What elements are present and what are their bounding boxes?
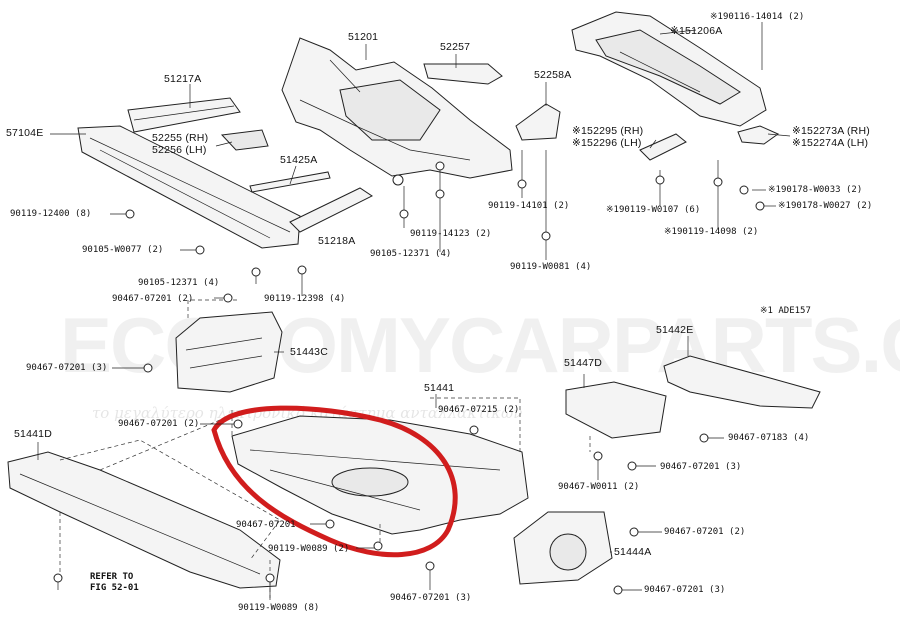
refer-line-1: REFER TO	[90, 572, 134, 582]
label-90467-07215: 90467-07215 (2)	[438, 405, 520, 415]
label-52257: 52257	[440, 41, 471, 53]
bracket-52258a	[515, 103, 561, 141]
label-90467-07201-c: 90467-07201 (2)	[118, 419, 200, 429]
label-90467-07201-g: 90467-07201 (3)	[644, 585, 726, 595]
label-190178-w0027: ※190178-W0027 (2)	[778, 201, 873, 211]
label-51444a: 51444A	[614, 546, 652, 558]
label-52255: 52255 (RH)	[152, 132, 209, 144]
label-90467-07201-f: 90467-07201 (2)	[664, 527, 746, 537]
label-51442e: 51442E	[656, 324, 694, 336]
label-90119-12398: 90119-12398 (4)	[264, 294, 346, 304]
label-51201: 51201	[348, 31, 379, 43]
label-90105-12371-b: 90105-12371 (4)	[138, 278, 220, 288]
label-152296: ※152296 (LH)	[572, 137, 642, 149]
label-190119-w0107: ※190119-W0107 (6)	[606, 205, 701, 215]
label-90105-w0077: 90105-W0077 (2)	[82, 245, 164, 255]
highlight-ring	[211, 405, 458, 558]
label-90467-07201-d: 90467-07201 (3)	[660, 462, 742, 472]
label-90467-07183: 90467-07183 (4)	[728, 433, 810, 443]
note-ade157: ※1 ADE157	[760, 306, 811, 316]
bar-51218a	[289, 187, 373, 233]
refer-line-2: FIG 52-01	[90, 583, 139, 593]
undercover-51441d	[7, 419, 281, 598]
label-90119-w0089-a: 90119-W0089 (2)	[268, 544, 350, 554]
watermark-tagline: το μεγαλύτερο ηλεκτρονικό κατάστημα αντα…	[92, 404, 523, 422]
label-90467-07201-a: 90467-07201 (2)	[112, 294, 194, 304]
bracket-152273a	[737, 125, 780, 145]
label-190116-14014: ※190116-14014 (2)	[710, 12, 805, 22]
label-52256: 52256 (LH)	[152, 144, 207, 156]
undercover-51443c	[175, 299, 283, 393]
label-52258a: 52258A	[534, 69, 572, 81]
label-51441d: 51441D	[14, 428, 52, 440]
leader-lines	[37, 22, 791, 600]
label-51217a: 51217A	[164, 73, 202, 85]
bracket-52257	[423, 63, 503, 85]
cover-51442e	[663, 355, 821, 409]
plate-52255	[220, 129, 269, 151]
label-90119-14123: 90119-14123 (2)	[410, 229, 492, 239]
label-51447d: 51447D	[564, 357, 602, 369]
front-subframe	[281, 37, 513, 186]
label-152295: ※152295 (RH)	[572, 125, 644, 137]
label-90119-14101: 90119-14101 (2)	[488, 201, 570, 211]
label-57104e: 57104E	[6, 127, 44, 139]
cover-51444a	[513, 511, 613, 585]
label-190119-14098: ※190119-14098 (2)	[664, 227, 759, 237]
label-152274a: ※152274A (LH)	[792, 137, 869, 149]
bolts	[53, 175, 765, 595]
label-90119-w0081: 90119-W0081 (4)	[510, 262, 592, 272]
label-152273a: ※152273A (RH)	[792, 125, 870, 137]
front-cross-beam	[77, 125, 301, 249]
label-51441: 51441	[424, 382, 455, 394]
label-90105-12371-a: 90105-12371 (4)	[370, 249, 452, 259]
label-90467-w0011: 90467-W0011 (2)	[558, 482, 640, 492]
bracket-152295	[639, 133, 687, 161]
label-151206a: ※151206A	[670, 25, 723, 37]
label-51218a: 51218A	[318, 235, 356, 247]
label-90467-07201-h: 90467-07201 (3)	[390, 593, 472, 603]
rear-crossmember	[571, 11, 767, 127]
label-51443c: 51443C	[290, 346, 328, 358]
label-90119-w0089-b: 90119-W0089 (8)	[238, 603, 320, 613]
label-51425a: 51425A	[280, 154, 318, 166]
cover-51447d	[565, 381, 667, 452]
label-90467-07201-e: 90467-07201	[236, 520, 296, 530]
label-190178-w0033: ※190178-W0033 (2)	[768, 185, 863, 195]
bracket-51217a	[127, 97, 241, 133]
rod-51425a	[249, 171, 331, 193]
label-90119-12400: 90119-12400 (8)	[10, 209, 92, 219]
label-90467-07201-b: 90467-07201 (3)	[26, 363, 108, 373]
